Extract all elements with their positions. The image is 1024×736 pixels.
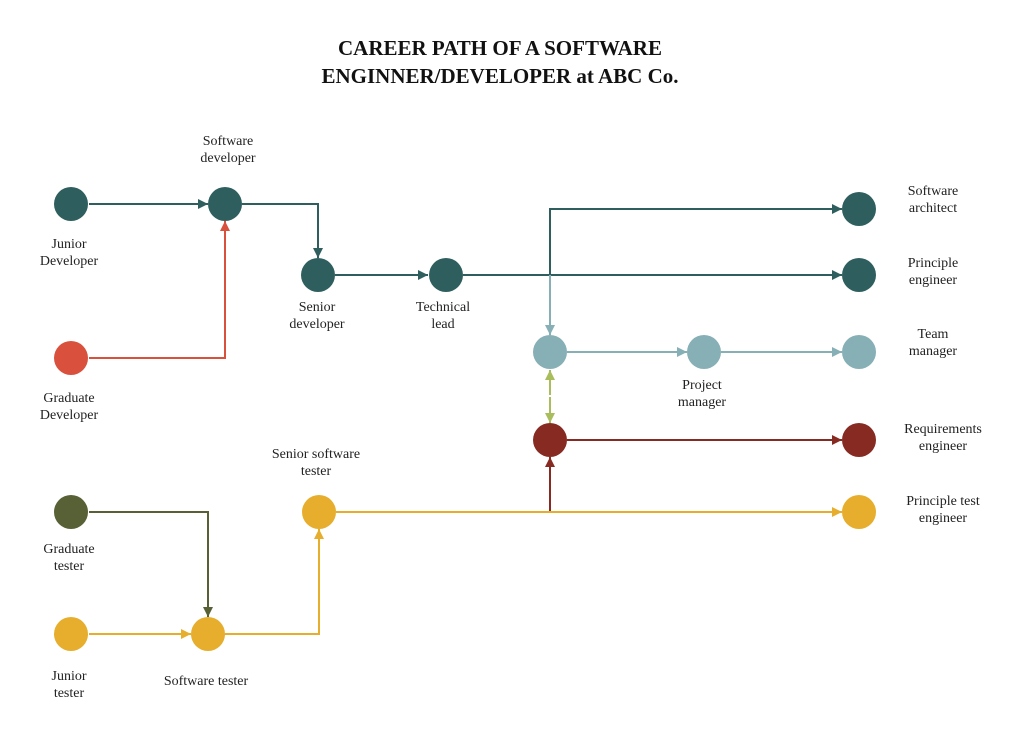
node-project-manager [687, 335, 721, 369]
node-senior-software-tester [302, 495, 336, 529]
title-line-2: ENGINNER/DEVELOPER at ABC Co. [321, 64, 679, 88]
node-team-manager [842, 335, 876, 369]
node-graduate-tester [54, 495, 88, 529]
node-manager-hub [533, 335, 567, 369]
node-graduate-developer [54, 341, 88, 375]
edge-software-tester-to-senior-tester [225, 529, 324, 635]
node-principle-engineer [842, 258, 876, 292]
node-junior-tester [54, 617, 88, 651]
node-software-architect [842, 192, 876, 226]
node-senior-developer [301, 258, 335, 292]
edge-software-dev-to-senior-dev [242, 203, 323, 258]
node-technical-lead [429, 258, 463, 292]
edge-graduate-dev-to-software-dev [89, 221, 230, 359]
diagram-title: CAREER PATH OF A SOFTWARE ENGINNER/DEVEL… [0, 34, 1000, 90]
node-requirements-engineer [842, 423, 876, 457]
node-principle-test-engineer [842, 495, 876, 529]
node-junior-developer [54, 187, 88, 221]
node-software-developer [208, 187, 242, 221]
node-requirements-hub [533, 423, 567, 457]
node-software-tester [191, 617, 225, 651]
edge-graduate-tester-to-software-tester [89, 511, 213, 617]
label-software-tester: Software tester [163, 674, 249, 689]
edge-branch-to-software-architect [549, 204, 842, 275]
title-line-1: CAREER PATH OF A SOFTWARE [338, 36, 662, 60]
